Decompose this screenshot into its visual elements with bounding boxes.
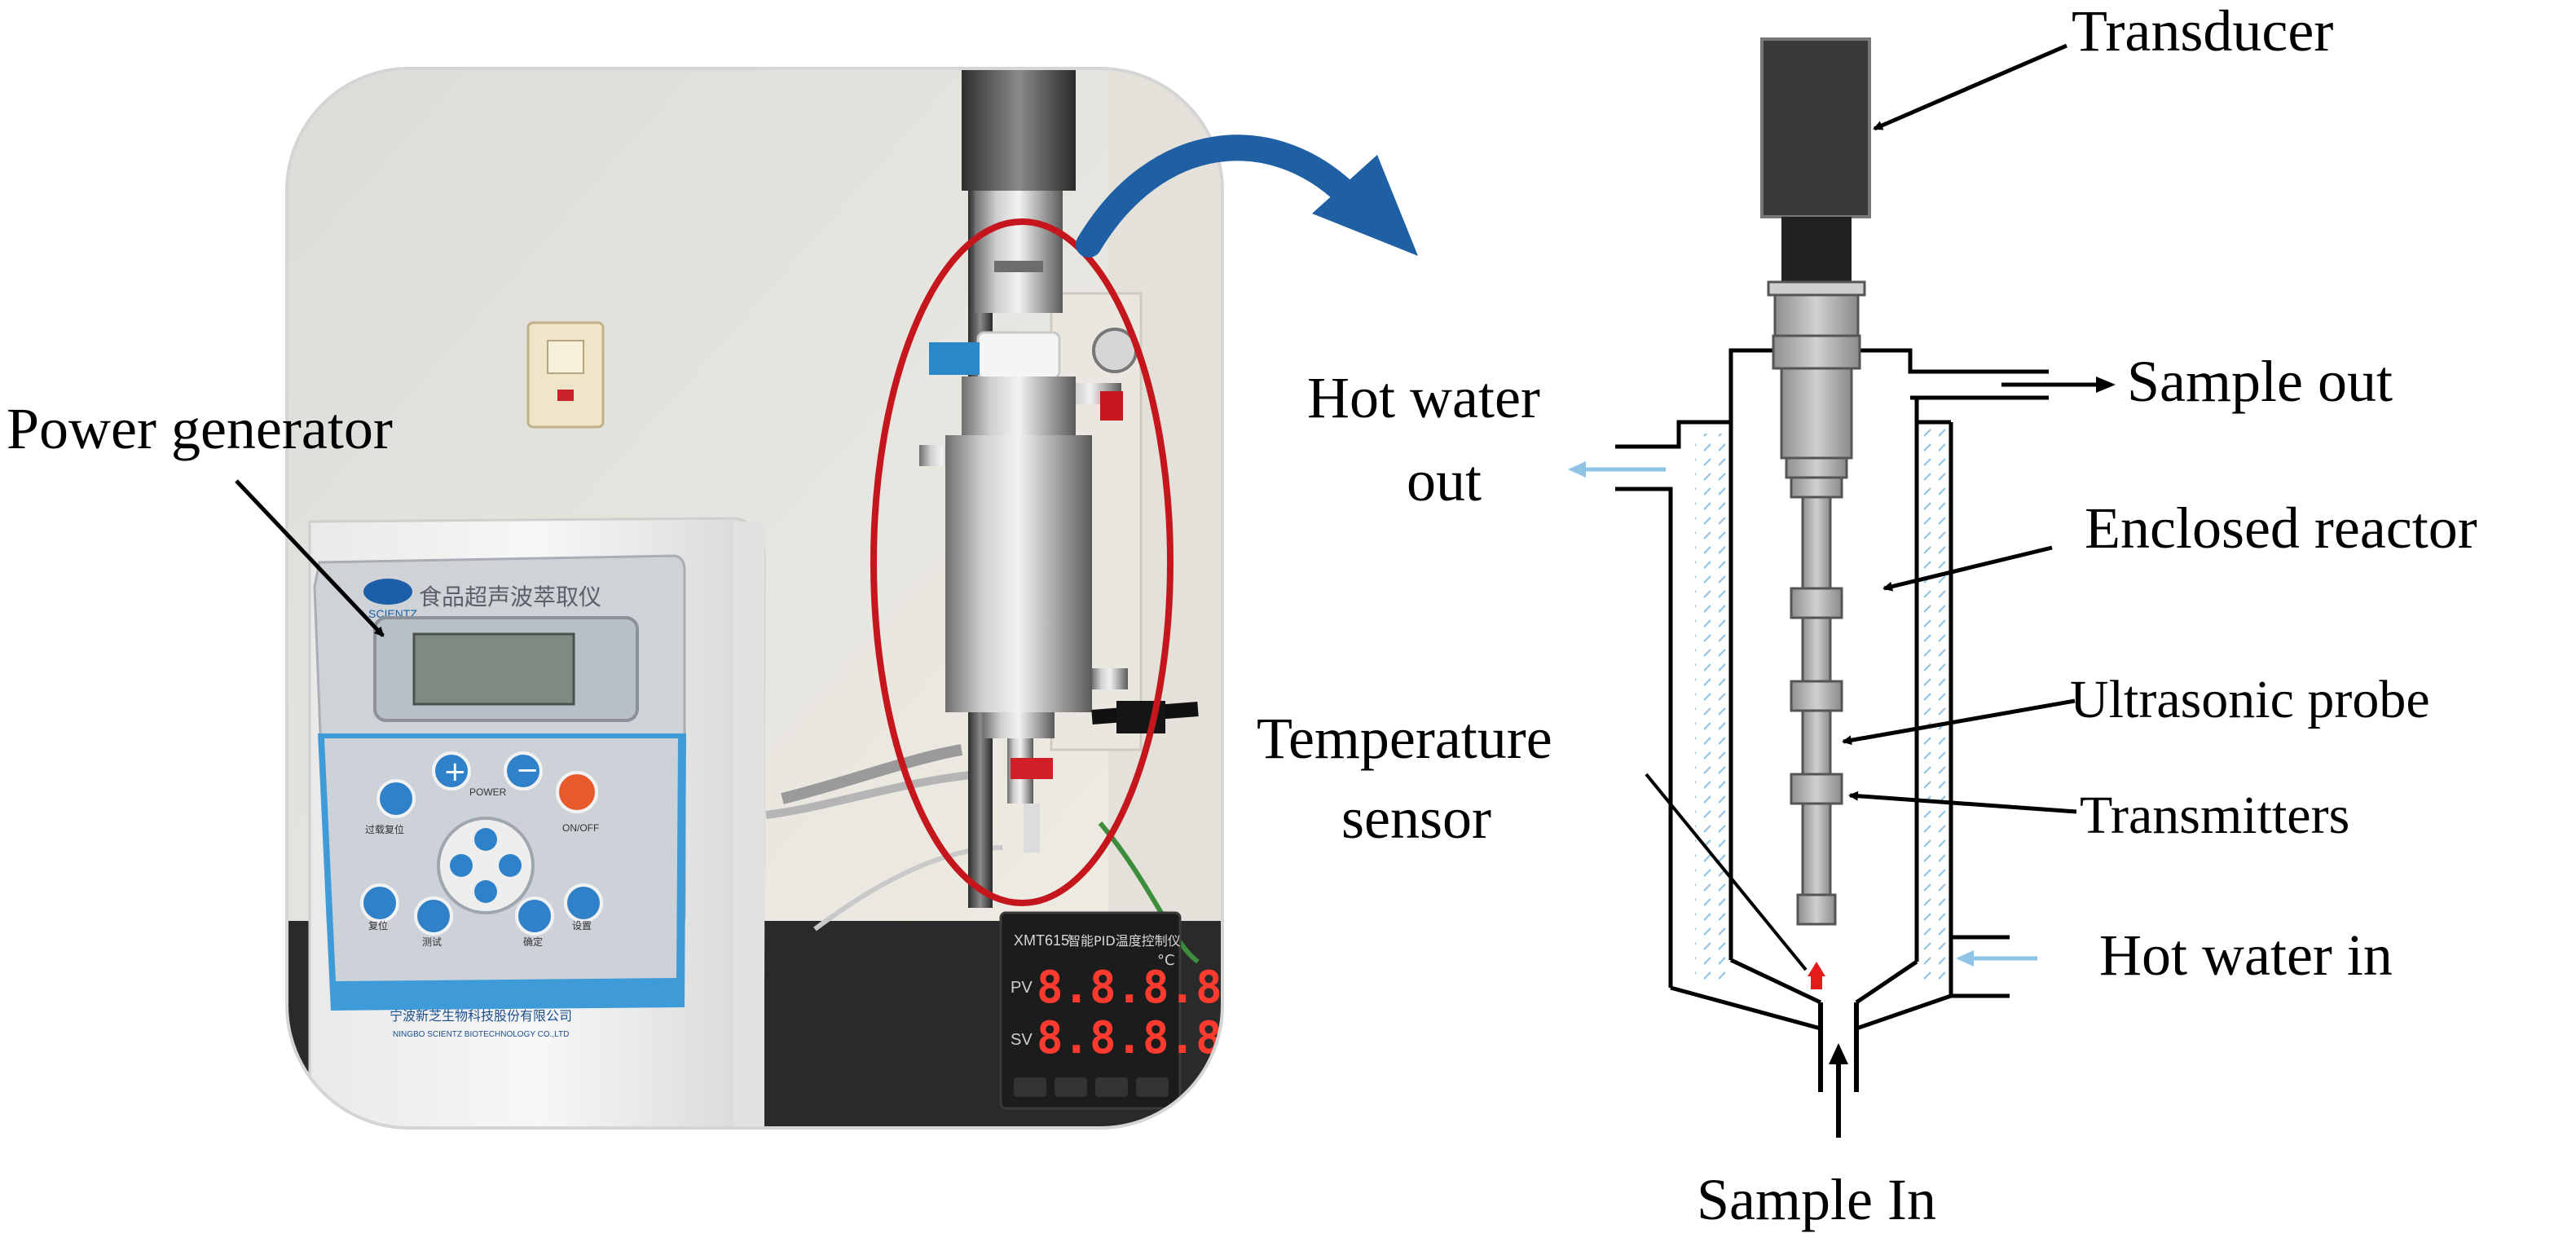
device-button-8 <box>564 883 603 923</box>
controller-model: XMT615 <box>1014 932 1069 949</box>
plus-icon: + <box>443 755 467 788</box>
controller-pv-label: PV <box>1011 979 1033 997</box>
probe-tip <box>1796 893 1837 926</box>
device-button-label-3: 测试 <box>422 936 442 948</box>
temperature-controller: XMT615 智能PID温度控制仪 PV 8.8.8.8 °C SV 8.8.8… <box>999 911 1222 1110</box>
label-sample-out: Sample out <box>2127 349 2393 414</box>
transmitter-3 <box>1790 773 1843 805</box>
label-ultrasonic-probe: Ultrasonic probe <box>2070 670 2430 729</box>
apparatus-photo: XMT615 智能PID温度控制仪 PV 8.8.8.8 °C SV 8.8.8… <box>287 68 1222 1128</box>
controller-sv-value: 8.8.8.8 <box>1037 1012 1222 1064</box>
device-button-5 <box>360 883 399 923</box>
device-title: 食品超声波萃取仪 <box>419 584 601 610</box>
pointer-transmitters <box>1848 791 2077 814</box>
device-power-label: POWER <box>469 786 507 798</box>
sample-out-arrow <box>2001 377 2116 393</box>
device-button-7 <box>515 896 554 936</box>
device-button-minus <box>504 751 543 791</box>
minus-icon: − <box>516 754 539 786</box>
controller-button-3 <box>1095 1077 1128 1097</box>
device-button-label-2: 复位 <box>368 919 388 932</box>
label-transmitters: Transmitters <box>2080 786 2349 845</box>
device-button-onoff <box>556 771 598 813</box>
controller-sv-label: SV <box>1011 1031 1033 1049</box>
water-jacket-left <box>1695 434 1731 984</box>
device-button-reset <box>376 779 416 818</box>
label-temperature-sensor-line2: sensor <box>1341 786 1491 851</box>
pointer-temperature-sensor <box>1645 773 1808 971</box>
device-onoff-label: ON/OFF <box>562 822 599 834</box>
controller-title: 智能PID温度控制仪 <box>1068 933 1181 949</box>
controller-button-1 <box>1014 1077 1046 1097</box>
power-generator-device: SCIENTZ 食品超声波萃取仪 + − POWER ON/OFF 过载复位 复… <box>308 517 766 1128</box>
device-company-cn: 宁波新芝生物科技股份有限公司 <box>390 1008 572 1024</box>
controller-unit: °C <box>1157 952 1175 969</box>
sample-in-arrow <box>1829 1043 1848 1138</box>
curved-arrow-icon <box>1076 134 1418 258</box>
device-company-en: NINGBO SCIENTZ BIOTECHNOLOGY CO.,LTD <box>393 1030 569 1039</box>
transducer-neck <box>1781 217 1852 282</box>
hot-water-in-arrow <box>1956 950 2037 967</box>
label-hot-water-out-line2: out <box>1407 448 1482 513</box>
label-hot-water-in: Hot water in <box>2099 923 2393 988</box>
controller-button-2 <box>1055 1077 1087 1097</box>
pointer-power-generator <box>235 479 385 637</box>
temperature-sensor <box>1811 973 1822 989</box>
pointer-enclosed-reactor <box>1882 545 2053 592</box>
transducer-block <box>1760 37 1871 218</box>
label-power-generator: Power generator <box>7 396 393 461</box>
pointer-transducer <box>1873 43 2067 131</box>
photo-frame <box>285 67 1224 1130</box>
device-lcd <box>412 632 575 706</box>
water-jacket-right <box>1917 425 1951 984</box>
label-transducer: Transducer <box>2072 0 2333 64</box>
device-button-label-1: 过载复位 <box>365 823 404 835</box>
reactor-highlight-ellipse <box>870 218 1174 906</box>
transmitter-1 <box>1790 587 1843 619</box>
ultrasonic-probe <box>1790 495 1843 926</box>
label-temperature-sensor-line1: Temperature <box>1257 706 1552 771</box>
device-button-label-5: 设置 <box>572 920 592 932</box>
transmitter-2 <box>1790 680 1843 712</box>
device-nav-pad <box>437 817 535 914</box>
device-button-plus <box>432 751 471 791</box>
hot-water-out-arrow <box>1568 461 1666 478</box>
label-sample-in: Sample In <box>1697 1167 1936 1232</box>
controller-pv-value: 8.8.8.8 <box>1037 962 1222 1013</box>
controller-button-4 <box>1136 1077 1169 1097</box>
device-button-label-4: 确定 <box>523 936 543 948</box>
pointer-ultrasonic-probe <box>1842 698 2076 746</box>
reactor-schematic <box>1568 37 2116 1138</box>
label-hot-water-out-line1: Hot water <box>1307 365 1540 430</box>
wall-switch <box>526 321 605 429</box>
device-button-6 <box>414 896 453 936</box>
label-enclosed-reactor: Enclosed reactor <box>2085 495 2477 561</box>
